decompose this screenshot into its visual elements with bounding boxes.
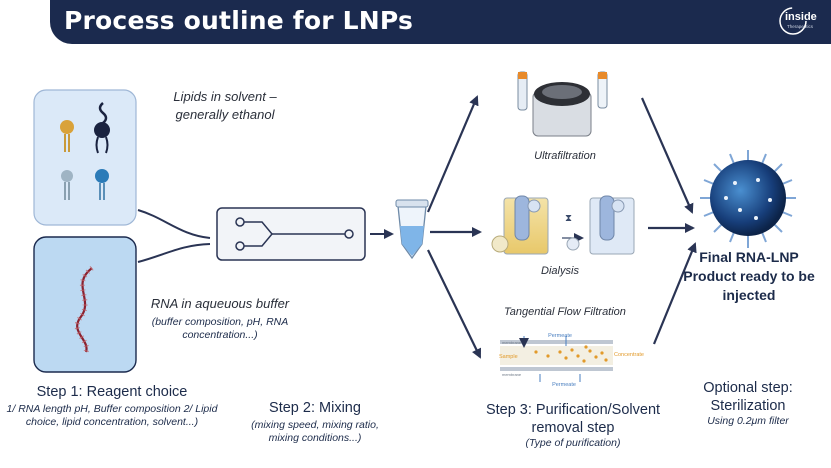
lipid-molecule-icon <box>95 169 109 200</box>
rna-detail: (buffer composition, pH, RNA concentrati… <box>151 316 289 341</box>
step-1-detail: 1/ RNA length pH, Buffer composition 2/ … <box>6 403 218 428</box>
lipids-caption: Lipids in solvent – generally ethanol <box>173 89 277 122</box>
microfluidic-mixer-icon <box>216 207 366 261</box>
page-title: Process outline for LNPs <box>64 6 414 35</box>
tff-sample-label: Sample <box>499 354 518 360</box>
company-logo: inside Therapeutics <box>773 6 823 36</box>
tff-permeate-top-label: Permeate <box>548 333 572 339</box>
dialysis-label: Dialysis <box>541 265 579 277</box>
tff-diagram-icon <box>500 336 613 382</box>
rna-panel <box>33 236 137 373</box>
lnp-particle-icon <box>700 150 796 248</box>
tff-membrane-top-label: membrane <box>502 340 522 345</box>
step-3-title: Step 3: Purification/Solvent removal ste… <box>485 402 661 436</box>
dialysis-icon: ⧗ <box>491 195 635 255</box>
final-product-label: Final RNA-LNP Product ready to be inject… <box>683 249 815 303</box>
lipids-panel <box>33 89 137 226</box>
lipid-molecule-icon <box>94 102 110 154</box>
step-3-detail: (Type of purification) <box>525 437 621 449</box>
step-optional-detail: Using 0.2μm filter <box>707 415 789 427</box>
step-optional: Optional step: Sterilization Using 0.2μm… <box>692 379 804 428</box>
step-2-detail: (mixing speed, mixing ratio, mixing cond… <box>251 419 379 444</box>
step-2-title: Step 2: Mixing <box>269 400 361 416</box>
lipid-molecule-icon <box>61 170 73 200</box>
step-3: Step 3: Purification/Solvent removal ste… <box>466 401 680 450</box>
tff-permeate-bottom-label: Permeate <box>552 382 576 388</box>
header-banner: Process outline for LNPs inside Therapeu… <box>50 0 831 44</box>
collection-tube-icon <box>395 199 429 260</box>
tff-label: Tangential Flow Filtration <box>504 306 626 318</box>
step-1: Step 1: Reagent choice 1/ RNA length pH,… <box>0 384 224 429</box>
ultrafiltration-label: Ultrafiltration <box>534 150 596 162</box>
tff-membrane-bottom-label: membrane <box>502 372 522 377</box>
svg-text:⧗: ⧗ <box>565 213 572 224</box>
step-1-title: Step 1: Reagent choice <box>36 384 188 400</box>
lipid-molecule-icon <box>60 120 74 152</box>
rna-caption: RNA in aqueuous buffer <box>150 296 290 311</box>
step-optional-title: Optional step: Sterilization <box>703 380 793 414</box>
tff-concentrate-label: Concentrate <box>614 352 644 358</box>
centrifuge-icon <box>517 71 608 137</box>
step-2: Step 2: Mixing (mixing speed, mixing rat… <box>240 400 390 445</box>
